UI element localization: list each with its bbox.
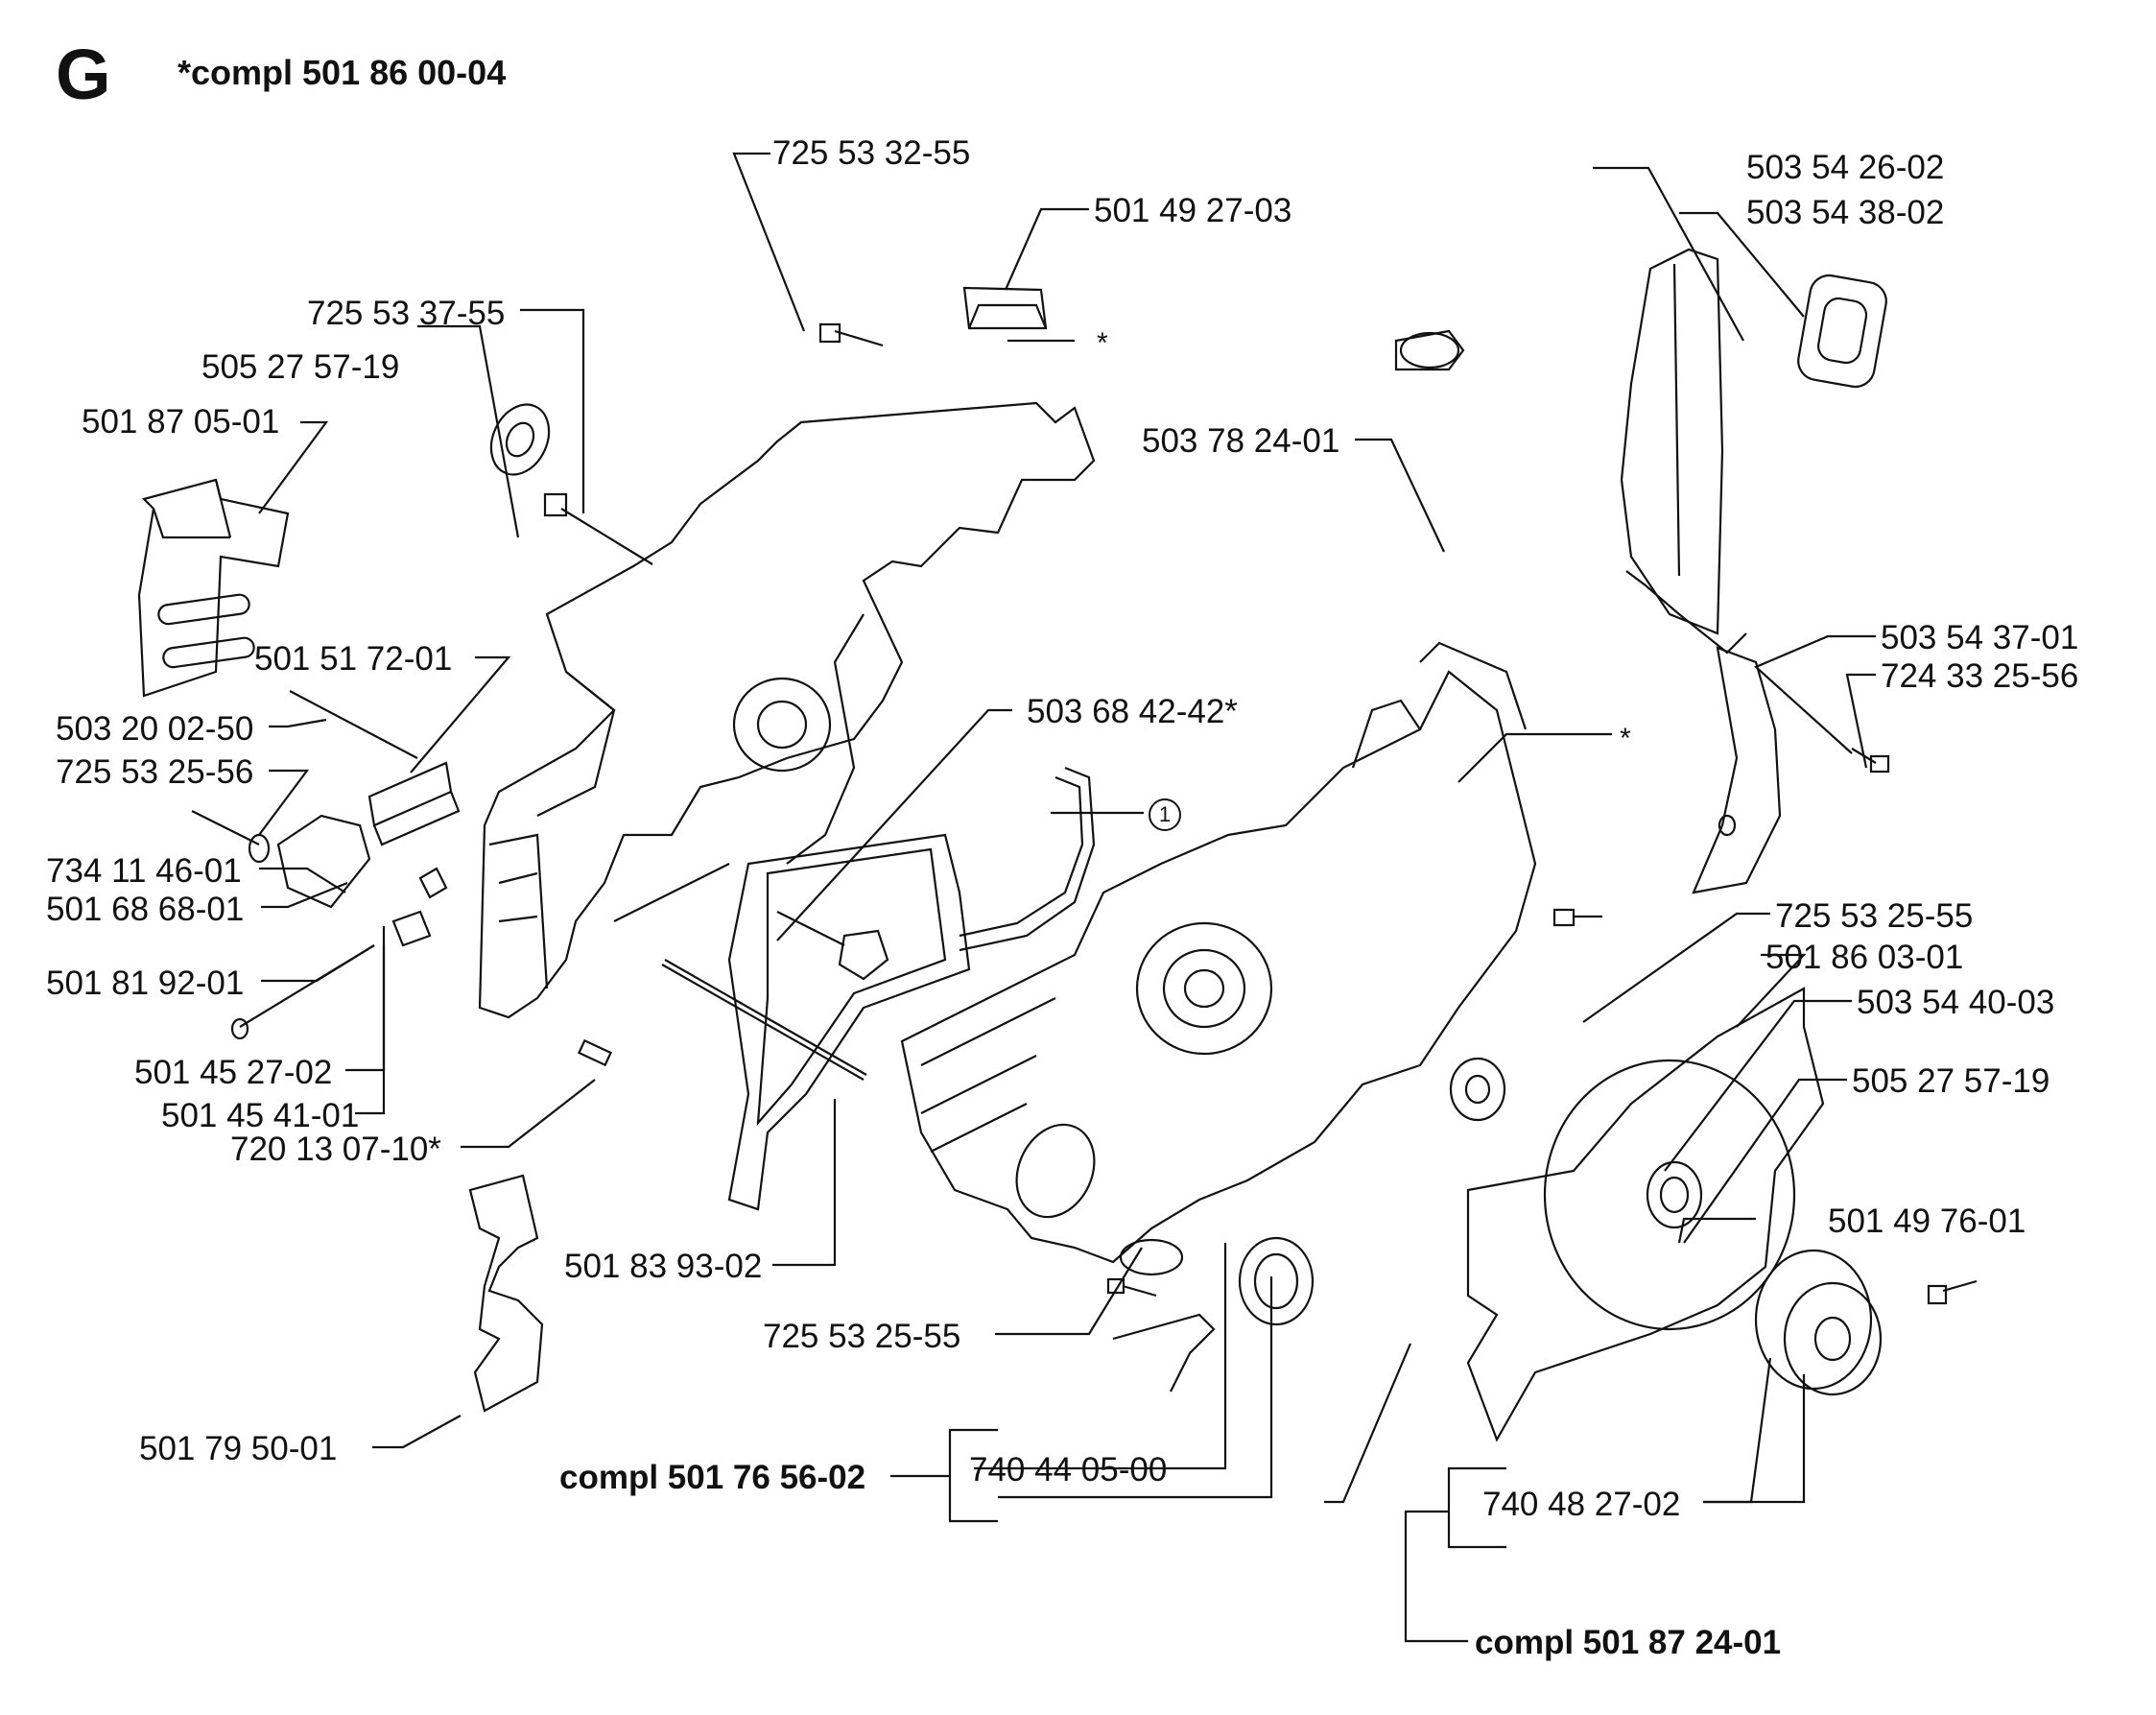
part-label: 501 68 68-01 bbox=[46, 891, 245, 928]
part-label: 505 27 57-19 bbox=[1852, 1062, 2050, 1100]
air-guide-sketch bbox=[1620, 248, 1747, 655]
part-label: 501 79 50-01 bbox=[139, 1430, 338, 1467]
crankcase-right-sketch bbox=[900, 641, 1537, 1264]
seal-ring-sketch bbox=[489, 403, 551, 476]
small-screw-sketch bbox=[818, 322, 884, 347]
bolt-sketch bbox=[776, 911, 889, 981]
sprocket-sketch bbox=[1754, 1249, 1978, 1396]
circled-reference: 1 bbox=[1149, 798, 1181, 831]
part-label: 503 54 37-01 bbox=[1881, 619, 2079, 656]
oil-pump-sketch bbox=[1106, 1236, 1315, 1393]
part-label: 740 44 05-00 bbox=[969, 1451, 1168, 1489]
part-label: 501 49 76-01 bbox=[1828, 1203, 2026, 1240]
kit-label: compl 501 87 24-01 bbox=[1475, 1624, 1782, 1661]
part-label: 501 51 72-01 bbox=[254, 640, 453, 678]
part-label: 725 53 25-55 bbox=[763, 1318, 961, 1355]
leader-lines bbox=[258, 152, 1876, 1643]
deflector-sketch bbox=[1692, 646, 1782, 894]
adjuster-sketch bbox=[191, 690, 461, 1040]
part-label: 501 45 27-02 bbox=[134, 1054, 333, 1091]
buffer-sketch bbox=[962, 286, 1048, 330]
part-label: 501 45 41-01 bbox=[161, 1097, 360, 1134]
part-label: 734 11 46-01 bbox=[46, 852, 242, 890]
part-label: 720 13 07-10* bbox=[230, 1131, 441, 1168]
gasket-sketch bbox=[727, 766, 1096, 1211]
part-label: 503 20 02-50 bbox=[56, 710, 254, 748]
part-label: 503 78 24-01 bbox=[1142, 422, 1340, 460]
pin-sketch bbox=[577, 959, 867, 1081]
crankcase-left-sketch bbox=[478, 401, 1096, 1019]
part-label: 725 53 25-55 bbox=[1775, 897, 1974, 935]
asterisk-marker: * bbox=[1097, 327, 1108, 359]
annular-buffer-sketch bbox=[1394, 329, 1506, 1122]
part-label: 501 86 03-01 bbox=[1765, 939, 1964, 976]
clutch-cover-sketch bbox=[1466, 987, 1825, 1442]
section-kit-number: *compl 501 86 00-04 bbox=[178, 53, 507, 92]
part-label: 501 83 93-02 bbox=[564, 1248, 763, 1285]
part-label: 501 87 05-01 bbox=[82, 403, 280, 441]
part-label: 725 53 37-55 bbox=[307, 295, 506, 332]
part-label: 501 49 27-03 bbox=[1094, 192, 1292, 229]
part-label: 503 54 38-02 bbox=[1746, 194, 1945, 231]
chain-guard-plate-sketch bbox=[137, 478, 290, 698]
part-label: 740 48 27-02 bbox=[1482, 1486, 1681, 1523]
asterisk-marker: * bbox=[1620, 723, 1631, 754]
long-screw-sketch bbox=[543, 492, 653, 565]
part-label: 503 54 26-02 bbox=[1746, 149, 1945, 186]
spike-sketch bbox=[468, 1174, 544, 1413]
kit-label: compl 501 76 56-02 bbox=[559, 1459, 866, 1496]
section-letter: G bbox=[56, 35, 111, 114]
part-label: 503 68 42-42* bbox=[1027, 693, 1238, 730]
plate-gasket-sketch bbox=[1797, 274, 1887, 389]
part-label: 501 81 92-01 bbox=[46, 965, 245, 1002]
part-label: 724 33 25-56 bbox=[1881, 657, 2079, 695]
part-label: 505 27 57-19 bbox=[201, 348, 400, 386]
screws-sketch bbox=[1552, 748, 1890, 927]
part-label: 503 54 40-03 bbox=[1857, 984, 2055, 1021]
part-label: 725 53 25-56 bbox=[56, 753, 254, 791]
part-label: 725 53 32-55 bbox=[772, 134, 971, 172]
